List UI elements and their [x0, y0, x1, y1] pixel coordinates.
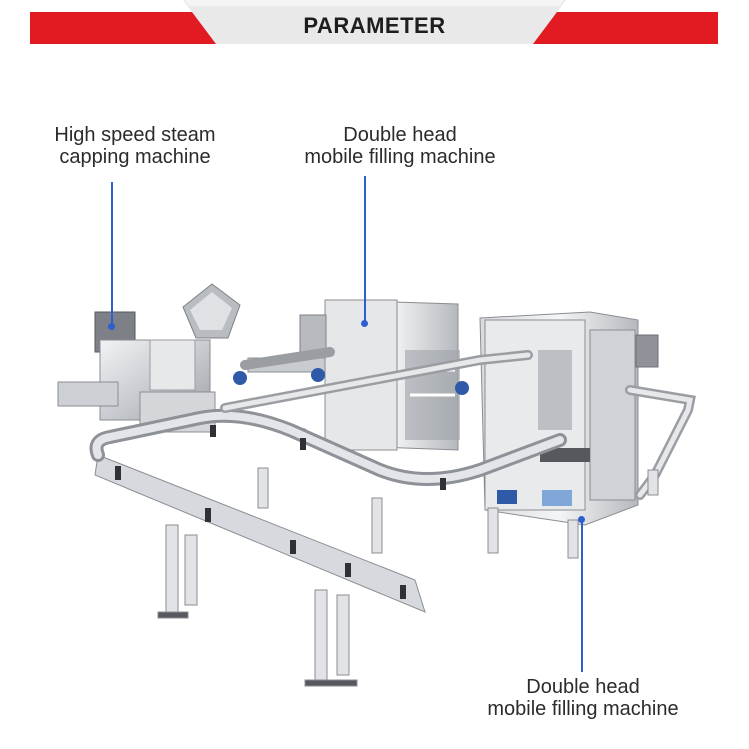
capping-label-line1: High speed steam	[54, 124, 216, 146]
conveyor-system	[89, 347, 696, 613]
capping-leader-dot	[108, 323, 115, 330]
capping-machine-label: High speed steam capping machine	[20, 124, 250, 168]
banner-title: PARAMETER	[303, 13, 446, 38]
conveyor-legs	[157, 467, 659, 687]
banner-shape	[30, 0, 718, 44]
filling-top-label-line1: Double head	[343, 124, 457, 146]
filling-bottom-label-line2: mobile filling machine	[487, 698, 679, 720]
filling-machine-right	[479, 311, 659, 526]
filling-bottom-leader-line	[581, 520, 583, 672]
filling-bottom-leader-dot	[578, 516, 585, 523]
capping-leader-line	[111, 182, 113, 326]
filling-top-leader-dot	[361, 320, 368, 327]
filling-bottom-label-line1: Double head	[526, 676, 640, 698]
conveyor-brackets	[115, 425, 446, 599]
parameter-banner: PARAMETER	[0, 0, 749, 60]
filling-top-label-line2: mobile filling machine	[304, 146, 496, 168]
filling-machine-middle	[295, 299, 469, 451]
filling-top-leader-line	[364, 176, 366, 323]
filling-machine-top-label: Double head mobile filling machine	[285, 124, 515, 168]
capping-label-line2: capping machine	[59, 146, 211, 168]
filling-machine-bottom-label: Double head mobile filling machine	[468, 676, 698, 720]
